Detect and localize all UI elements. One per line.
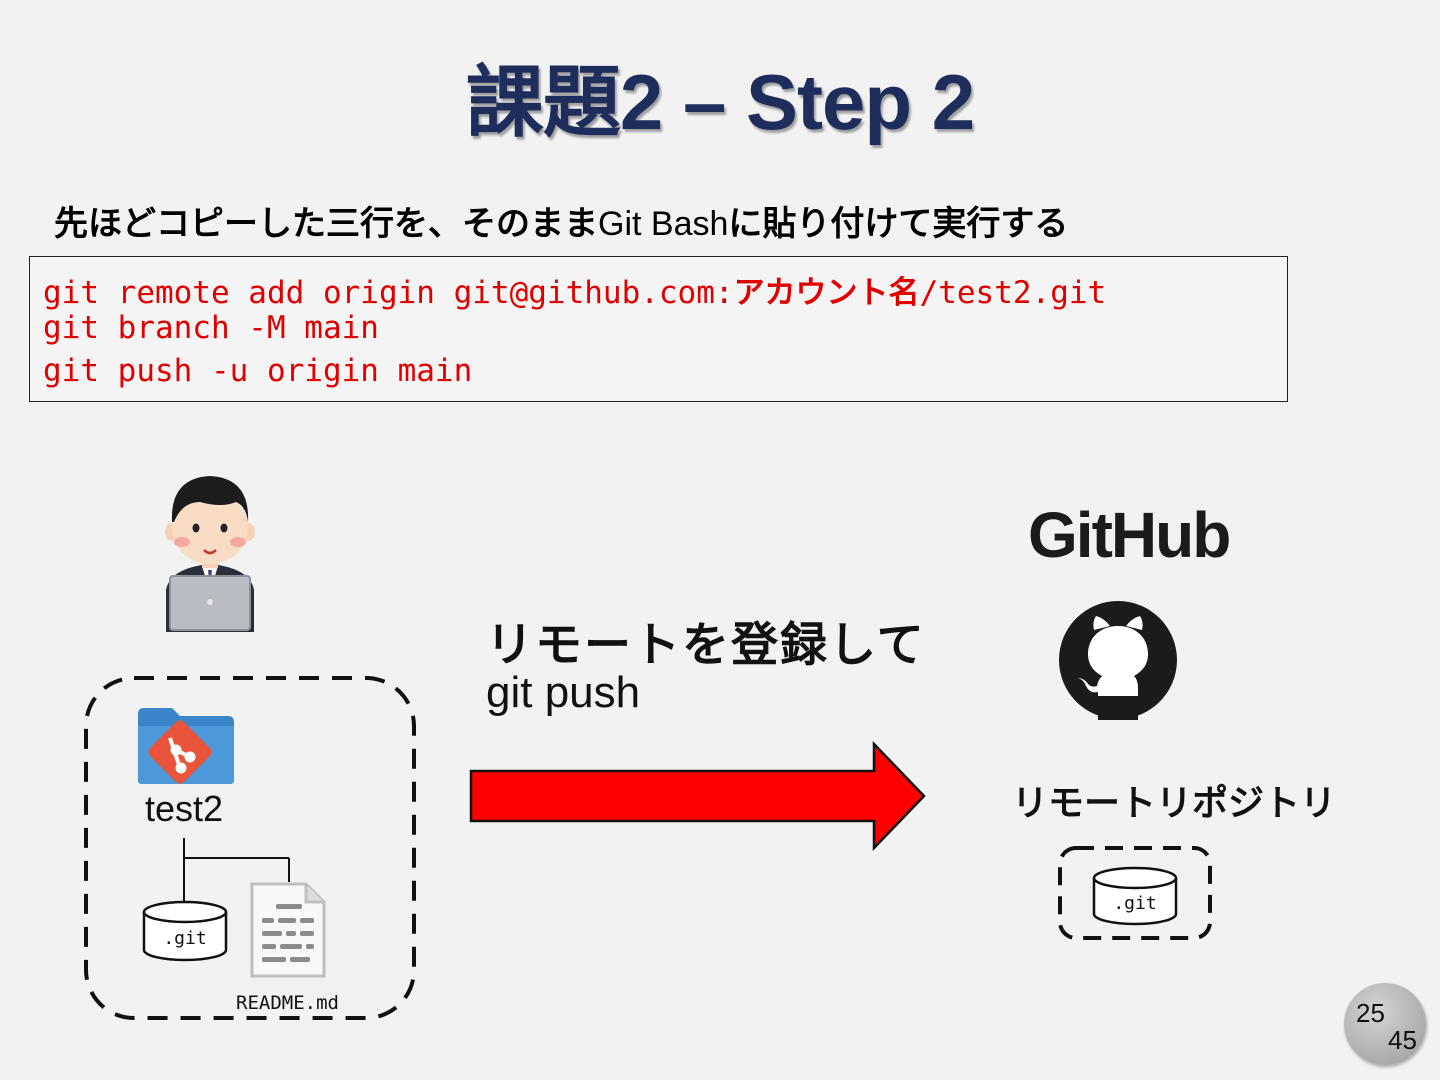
remote-git-label: .git: [1113, 893, 1156, 914]
push-heading: リモートを登録して: [486, 618, 926, 671]
local-git-label: .git: [163, 928, 206, 949]
code-line-branch: git branch -M main: [43, 310, 379, 346]
readme-filename: README.md: [236, 992, 339, 1014]
local-repository-box: [84, 676, 416, 1020]
person-at-laptop-icon: [165, 476, 255, 632]
github-wordmark: GitHub: [1028, 499, 1231, 571]
github-octocat-icon: [1059, 601, 1177, 720]
instruction-git-bash: Git Bash: [598, 205, 729, 243]
remote-repository-box: [1058, 846, 1212, 940]
page-total: 45: [1388, 1025, 1417, 1055]
code-line1-prefix: git remote add origin git@github.com:: [43, 275, 734, 311]
code-line-push: git push -u origin main: [43, 353, 473, 389]
code-block: git remote add origin git@github.com:アカウ…: [29, 256, 1288, 402]
slide-title: 課題2 – Step 2: [465, 58, 975, 146]
page-number-badge: [1344, 983, 1426, 1065]
local-folder-name: test2: [145, 788, 224, 829]
local-git-database-icon: .git: [142, 900, 228, 962]
page-current: 25: [1356, 998, 1385, 1028]
git-folder-icon: [138, 708, 234, 784]
instruction-pre: 先ほどコピーした三行を、そのまま: [54, 205, 598, 243]
push-arrow: [469, 740, 926, 852]
code-line1-suffix: /test2.git: [919, 275, 1107, 311]
push-command: git push: [486, 668, 641, 717]
readme-document-icon: [250, 882, 326, 978]
code-line-remote-add: git remote add origin git@github.com:アカウ…: [43, 267, 1106, 312]
instruction-text: 先ほどコピーした三行を、そのままGit Bashに貼り付けて実行する: [54, 196, 1068, 245]
remote-git-database-icon: .git: [1092, 866, 1178, 926]
remote-repository-label: リモートリポジトリ: [1012, 782, 1337, 823]
instruction-post: に貼り付けて実行する: [728, 205, 1069, 243]
file-tree-connector: [183, 838, 290, 904]
code-line1-account: アカウント名: [733, 275, 920, 311]
